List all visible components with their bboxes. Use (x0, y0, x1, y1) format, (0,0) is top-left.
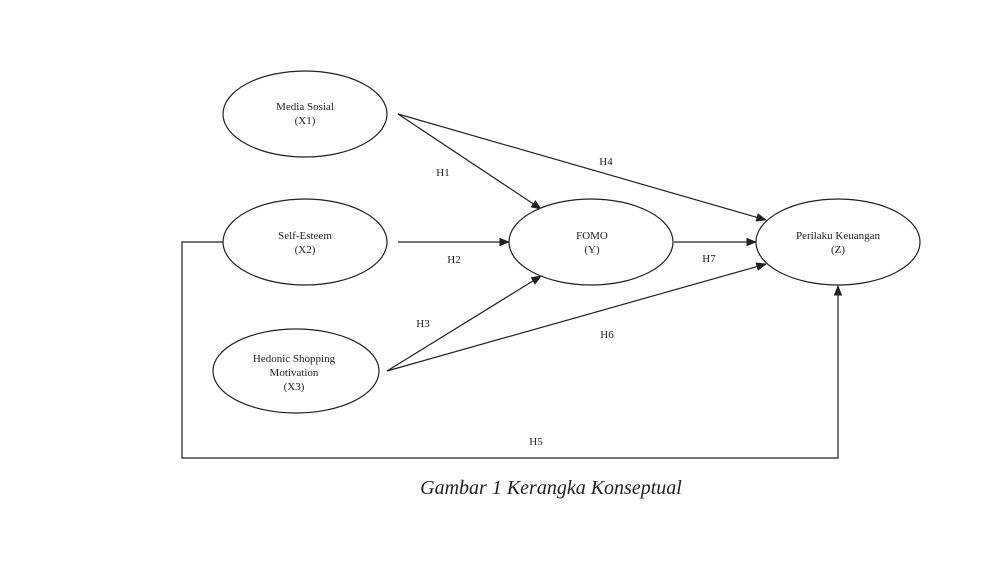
node-self-esteem: Self-Esteem (X2) (222, 198, 388, 286)
label-h4: H4 (599, 156, 613, 168)
node-code: (X1) (295, 115, 316, 127)
edge-h1 (397, 113, 542, 210)
node-label: Self-Esteem (278, 230, 332, 242)
label-h1: H1 (436, 167, 449, 179)
figure-caption: Gambar 1 Kerangka Konseptual (420, 477, 682, 499)
node-code: (X2) (295, 244, 316, 256)
edge-h3 (386, 275, 542, 372)
node-media-sosial: Media Sosial (X1) (222, 70, 388, 158)
node-hedonic-shopping-motivation: Hedonic Shopping Motivation (X3) (212, 328, 380, 414)
edge-h4 (397, 113, 768, 222)
node-perilaku-keuangan: Perilaku Keuangan (Z) (755, 198, 921, 286)
label-h5: H5 (529, 436, 543, 448)
label-h3: H3 (416, 318, 430, 330)
node-code: (X3) (284, 381, 305, 393)
edge-h6 (386, 262, 768, 372)
node-fomo: FOMO (Y) (508, 198, 674, 286)
label-h2: H2 (447, 254, 460, 266)
label-h6: H6 (600, 329, 614, 341)
node-label: Perilaku Keuangan (796, 230, 880, 242)
node-label: Hedonic Shopping (253, 353, 336, 365)
label-h7: H7 (702, 253, 716, 265)
node-label: Media Sosial (276, 101, 334, 113)
node-label: FOMO (576, 230, 608, 242)
node-label-2: Motivation (270, 367, 319, 379)
node-code: (Z) (831, 244, 845, 256)
edge-h5 (181, 241, 843, 459)
node-code: (Y) (584, 244, 600, 256)
